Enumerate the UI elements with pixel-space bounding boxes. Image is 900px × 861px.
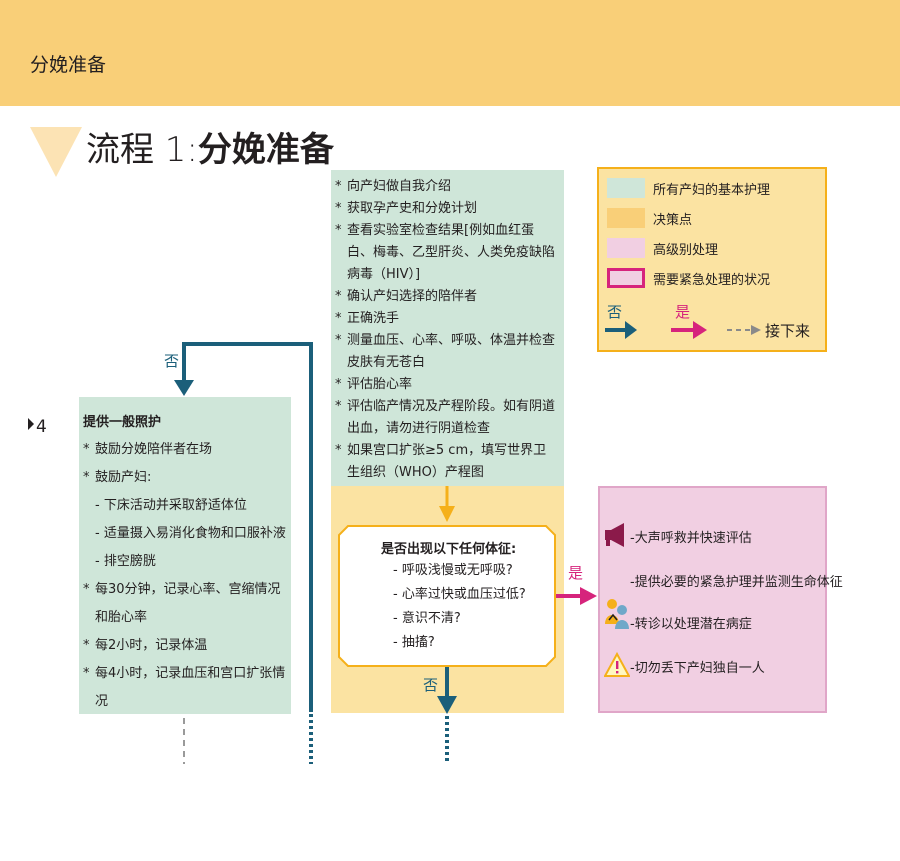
urgent-item-care: -提供必要的紧急护理并监测生命体征 (630, 575, 843, 590)
legend-yes-arrow-icon (671, 321, 707, 339)
legend-row-basic: 所有产妇的基本护理 (607, 178, 770, 198)
page-title-main: 分娩准备 (197, 130, 334, 170)
legend-yes-label: 是 (675, 303, 691, 321)
legend-label-advanced: 高级别处理 (653, 242, 719, 258)
general-care-item: 每4小时，记录血压和宫口扩张情况 (83, 660, 287, 716)
legend-row-advanced: 高级别处理 (607, 238, 718, 258)
legend: 所有产妇的基本护理 决策点 高级别处理 需要紧急处理的状况 否 是 接下来 (597, 167, 827, 352)
decision-entry-arrowhead (439, 506, 455, 522)
basic-care-box: 向产妇做自我介绍 获取孕产史和分娩计划 查看实验室检查结果[例如血红蛋白、梅毒、… (331, 170, 564, 486)
basic-care-item: 如果宫口扩张≥5 cm，填写世界卫生组织（WHO）产程图 (335, 440, 558, 484)
basic-care-item: 评估胎心率 (335, 374, 558, 396)
legend-swatch-advanced (607, 238, 645, 258)
general-care-box: 提供一般照护 鼓励分娩陪伴者在场 鼓励产妇: 下床活动并采取舒适体位 适量摄入易… (79, 397, 291, 714)
title-triangle-icon (30, 127, 82, 177)
decision-box-border (338, 525, 556, 667)
no-loop-line (182, 342, 313, 712)
decision-yes-arrowhead (580, 587, 597, 605)
decision-list-wrap: 呼吸浅慢或无呼吸? 心率过快或血压过低? 意识不清? 抽搐? (393, 559, 526, 655)
section-marker: 4 (28, 417, 47, 437)
basic-care-list: 向产妇做自我介绍 获取孕产史和分娩计划 查看实验室检查结果[例如血红蛋白、梅毒、… (335, 176, 558, 484)
section-marker-number: 4 (36, 417, 47, 437)
legend-row-decision: 决策点 (607, 208, 692, 228)
legend-no-label: 否 (607, 303, 623, 321)
decision-yes-label: 是 (568, 564, 584, 582)
decision-no-arrowhead (437, 696, 457, 714)
megaphone-icon (605, 523, 624, 547)
basic-care-item: 正确洗手 (335, 308, 558, 330)
general-care-item: 每2小时，记录体温 (83, 632, 287, 660)
page-title: 流程 1:分娩准备 (86, 122, 334, 171)
decision-item: 抽搐? (393, 631, 526, 655)
marker-triangle-icon (28, 418, 34, 430)
urgent-item-refer: -转诊以处理潜在病症 (630, 617, 752, 632)
general-care-subitem-text: 下床活动并采取舒适体位 (95, 498, 247, 513)
legend-label-urgent: 需要紧急处理的状况 (653, 272, 771, 288)
general-care-subitem-text: 排空膀胱 (95, 554, 156, 569)
general-care-item: 鼓励产妇: (83, 464, 287, 492)
basic-care-item: 查看实验室检查结果[例如血红蛋白、梅毒、乙型肝炎、人类免疫缺陷病毒（HIV）] (335, 220, 558, 286)
general-care-list: 鼓励分娩陪伴者在场 鼓励产妇: 下床活动并采取舒适体位 适量摄入易消化食物和口服… (83, 436, 287, 716)
flow-no-label: 否 (164, 352, 180, 370)
header-bar (0, 0, 900, 106)
legend-label-decision: 决策点 (653, 212, 693, 228)
basic-care-item: 测量血压、心率、呼吸、体温并检查皮肤有无苍白 (335, 330, 558, 374)
basic-care-item: 向产妇做自我介绍 (335, 176, 558, 198)
no-loop-arrowhead (174, 380, 194, 396)
warning-icon (604, 652, 630, 677)
legend-swatch-basic (607, 178, 645, 198)
urgent-item-call: -大声呼救并快速评估 (630, 531, 752, 546)
decision-no-label: 否 (423, 676, 439, 694)
general-care-subitem: 适量摄入易消化食物和口服补液 (83, 520, 287, 548)
legend-no-arrow-icon (605, 321, 637, 339)
legend-row-urgent: 需要紧急处理的状况 (607, 268, 770, 288)
decision-list: 呼吸浅慢或无呼吸? 心率过快或血压过低? 意识不清? 抽搐? (393, 559, 526, 655)
general-care-heading: 提供一般照护 (83, 415, 162, 430)
legend-swatch-urgent (607, 268, 645, 288)
general-care-subitem-text: 适量摄入易消化食物和口服补液 (95, 526, 286, 541)
decision-item: 心率过快或血压过低? (393, 583, 526, 607)
general-care-subitem: 下床活动并采取舒适体位 (83, 492, 287, 520)
urgent-box (598, 486, 827, 713)
general-care-item: 每30分钟，记录心率、宫缩情况和胎心率 (83, 576, 287, 632)
basic-care-item: 获取孕产史和分娩计划 (335, 198, 558, 220)
page-title-prefix: 流程 1: (86, 130, 198, 170)
legend-label-basic: 所有产妇的基本护理 (653, 182, 771, 198)
general-care-subitem: 排空膀胱 (83, 548, 287, 576)
decision-item: 呼吸浅慢或无呼吸? (393, 559, 526, 583)
legend-next-label: 接下来 (765, 322, 811, 340)
legend-swatch-decision (607, 208, 645, 228)
decision-heading: 是否出现以下任何体征: (381, 542, 517, 557)
urgent-item-stay: -切勿丢下产妇独自一人 (630, 661, 765, 676)
basic-care-item: 确认产妇选择的陪伴者 (335, 286, 558, 308)
legend-next-arrow-icon (727, 325, 761, 335)
decision-item: 意识不清? (393, 607, 526, 631)
header-title: 分娩准备 (30, 54, 107, 76)
referral-icon (605, 599, 629, 629)
general-care-item: 鼓励分娩陪伴者在场 (83, 436, 287, 464)
basic-care-item: 评估临产情况及产程阶段。如有阴道出血，请勿进行阴道检查 (335, 396, 558, 440)
